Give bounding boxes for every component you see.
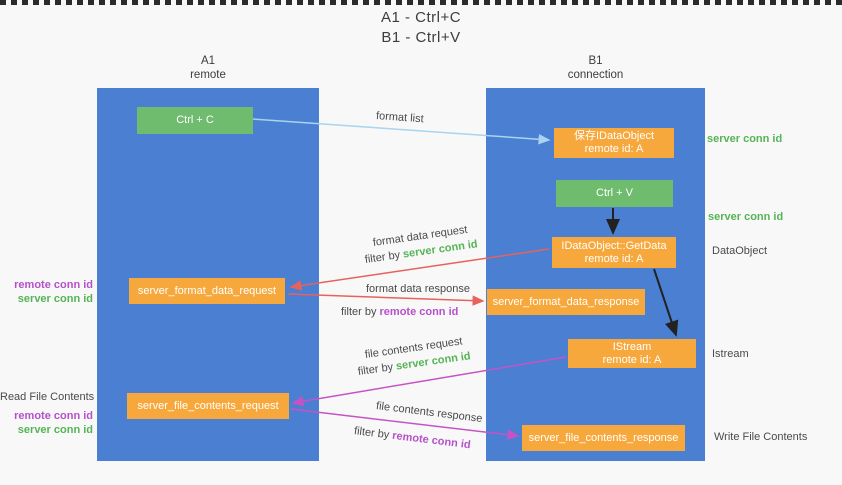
format-response-box: server_format_data_response	[487, 289, 645, 315]
lane-a1-name: A1	[200, 55, 216, 67]
file-contents-response-label: file contents response	[375, 400, 484, 426]
server-conn-id-left-1-label: server conn id	[17, 293, 93, 305]
read-file-contents-label: Read File Contents	[0, 391, 95, 403]
lane-b1-name: B1	[588, 55, 603, 67]
remote-conn-id-left-1-label: remote conn id	[14, 279, 93, 291]
istream-box: IStream remote id: A	[568, 339, 696, 368]
istream-line1: IStream	[612, 340, 652, 353]
format-list-label: format list	[375, 110, 425, 126]
format-request-label: server_format_data_request	[137, 284, 277, 297]
getdata-line2: remote id: A	[584, 252, 644, 265]
lane-a1-role: remote	[190, 69, 226, 81]
getdata-line1: IDataObject::GetData	[561, 239, 667, 252]
title-line-b1: B1 - Ctrl+V	[381, 29, 461, 46]
ctrl-v-box: Ctrl + V	[556, 180, 673, 207]
ctrl-c-label: Ctrl + C	[176, 114, 214, 126]
ctrl-c-box: Ctrl + C	[137, 107, 253, 134]
save-dataobject-line1: 保存IDataObject	[573, 130, 655, 142]
getdata-box: IDataObject::GetData remote id: A	[552, 237, 676, 268]
filter-by-remote-1-label: filter by remote conn id	[341, 306, 458, 319]
save-dataobject-line2: remote id: A	[584, 143, 644, 155]
lane-b1-role: connection	[567, 69, 624, 81]
save-dataobject-box: 保存IDataObject remote id: A	[554, 128, 674, 158]
diagram-title: A1 - Ctrl+C B1 - Ctrl+V	[0, 8, 842, 48]
filter-by-remote-2-id: remote conn id	[391, 429, 472, 452]
filter-by-remote-2-prefix: filter by	[353, 425, 394, 442]
dotted-divider	[0, 0, 842, 5]
ctrl-v-label: Ctrl + V	[596, 187, 633, 199]
filter-by-server-2-prefix: filter by	[357, 360, 397, 378]
server-conn-id-left-2-label: server conn id	[17, 424, 93, 436]
filter-by-remote-1-prefix: filter by	[341, 306, 380, 318]
file-response-box: server_file_contents_response	[522, 425, 685, 451]
filter-by-remote-1-id: remote conn id	[379, 306, 459, 318]
format-request-box: server_format_data_request	[129, 278, 285, 304]
file-request-label: server_file_contents_request	[137, 399, 279, 412]
file-request-box: server_file_contents_request	[127, 393, 289, 419]
dataobject-label: DataObject	[712, 245, 768, 257]
file-response-label: server_file_contents_response	[528, 431, 679, 444]
server-conn-id-mid-label: server conn id	[708, 211, 784, 223]
filter-by-remote-2-label: filter by remote conn id	[353, 425, 471, 452]
istream-line2: remote id: A	[602, 353, 662, 366]
format-response-label: server_format_data_response	[492, 295, 640, 308]
remote-conn-id-left-2-label: remote conn id	[14, 410, 93, 422]
istream-side-label: Istream	[712, 348, 749, 360]
server-conn-id-top-label: server conn id	[707, 133, 783, 145]
lane-a1-header: A1 remote	[97, 54, 319, 82]
title-line-a1: A1 - Ctrl+C	[380, 9, 462, 26]
format-data-response-label: format data response	[366, 283, 470, 295]
filter-by-server-1-prefix: filter by	[364, 248, 404, 266]
write-file-contents-label: Write File Contents	[714, 431, 808, 443]
lane-b1-header: B1 connection	[486, 54, 705, 82]
